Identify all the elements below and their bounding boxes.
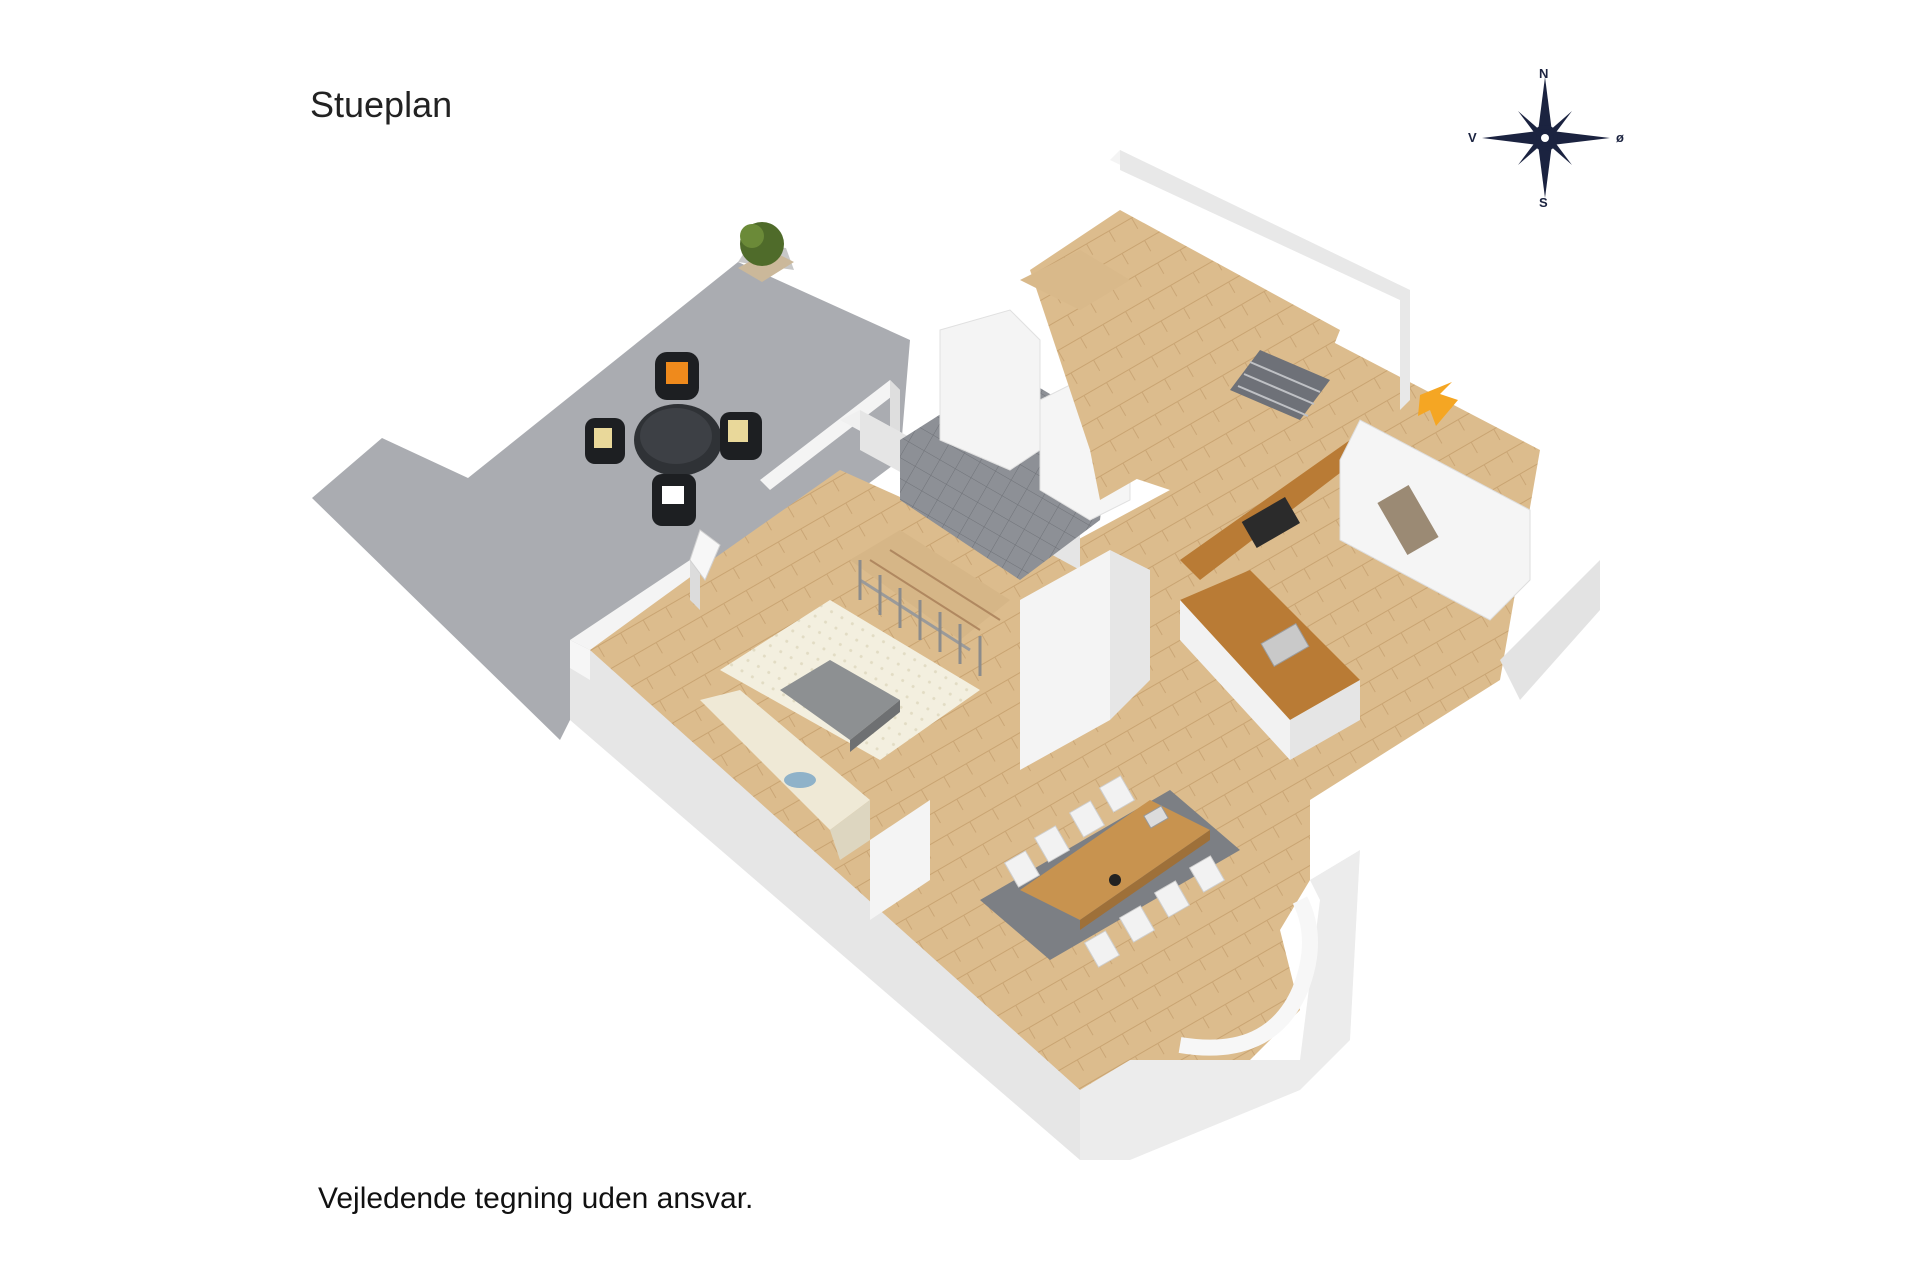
wall-partition <box>1020 550 1110 770</box>
plant-pot <box>738 250 794 282</box>
dining-chairs <box>1003 775 1226 968</box>
staircase <box>850 530 1010 676</box>
stair-landing <box>1020 250 1130 310</box>
oven <box>1377 485 1439 555</box>
kitchen-cabinets-tall <box>1339 419 1531 621</box>
coffee-table <box>780 660 900 740</box>
dining-table <box>1020 800 1210 920</box>
compass-north-label: N <box>1539 66 1549 81</box>
compass-star-icon <box>1482 77 1610 198</box>
front-steps <box>1230 350 1330 420</box>
wall-entrance-west <box>760 380 900 490</box>
wall-living-west <box>570 560 700 650</box>
exterior-wall-east <box>1500 560 1600 700</box>
disclaimer-text: Vejledende tegning uden ansvar. <box>318 1182 754 1215</box>
cooktop <box>1241 497 1301 548</box>
compass-rose: N V ø S <box>1460 62 1630 212</box>
terrace <box>312 262 910 740</box>
terrace-door <box>689 529 721 581</box>
exterior-wall-south <box>570 640 1080 1160</box>
cushion <box>784 772 816 788</box>
compass-east-label: ø <box>1616 130 1624 145</box>
terrace-dining-set <box>585 352 762 526</box>
wall-partition-2 <box>870 800 930 920</box>
page-title: Stueplan <box>310 84 453 125</box>
kitchen-sink <box>1260 623 1310 667</box>
entrance-arrow-icon <box>1418 382 1458 426</box>
sofa <box>700 690 870 830</box>
wardrobe <box>939 309 1041 471</box>
compass-south-label: S <box>1539 195 1548 210</box>
bay-window <box>1178 896 1318 1056</box>
compass-west-label: V <box>1468 130 1477 145</box>
laptop <box>1143 805 1169 829</box>
vase <box>1109 874 1121 886</box>
